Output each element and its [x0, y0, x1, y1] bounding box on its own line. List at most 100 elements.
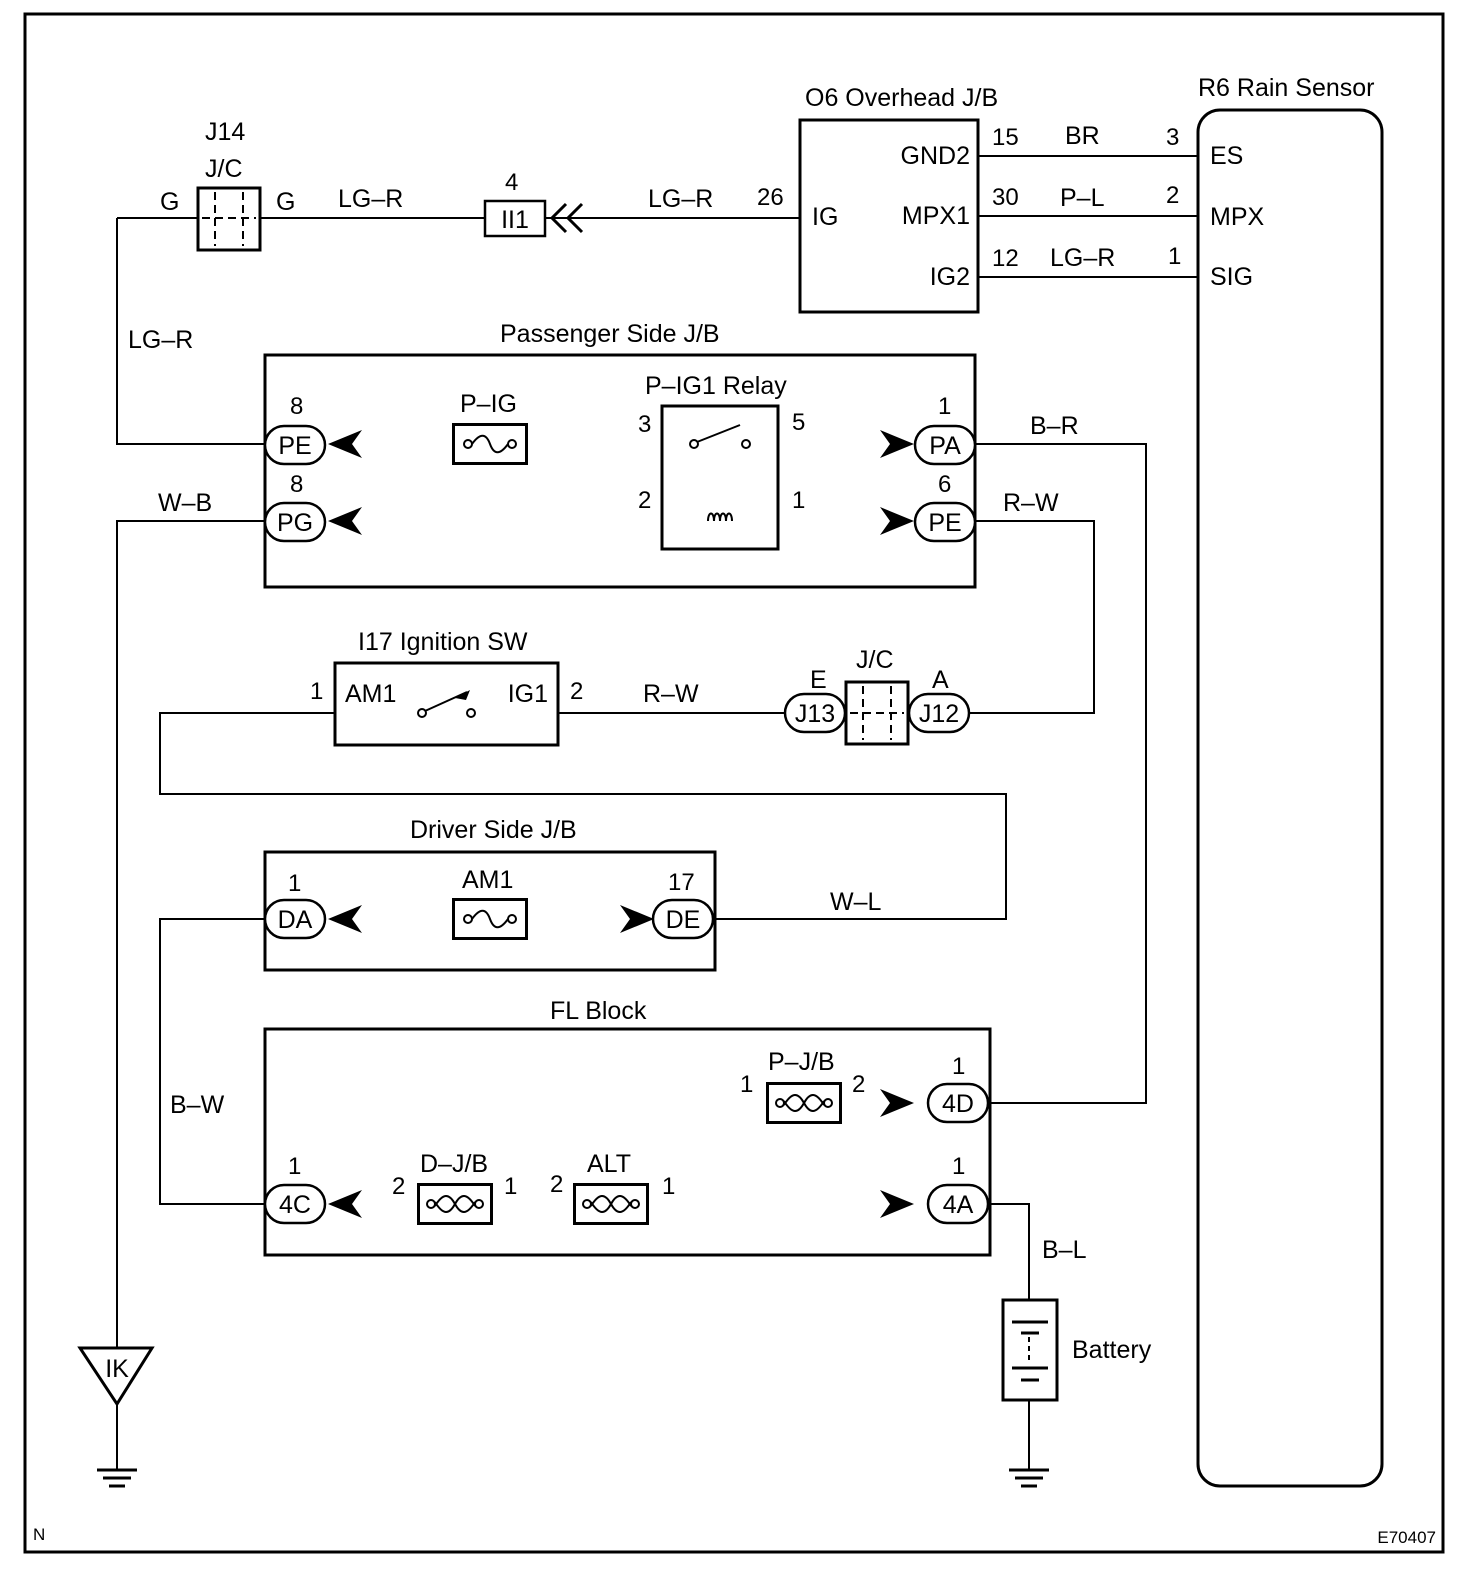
relay-pin-5: 5: [792, 409, 805, 436]
ignition-sw-title: I17 Ignition SW: [358, 628, 528, 656]
jc-a: A: [932, 666, 949, 694]
rain-sensor-sig: SIG: [1210, 263, 1253, 291]
pin-15: 15: [992, 124, 1019, 151]
rain-sensor-box: [1196, 108, 1384, 1488]
wire-label-lgr: LG–R: [338, 185, 403, 213]
fuse-p-ig: [452, 423, 528, 465]
connector-pe-right-label: PE: [928, 509, 961, 537]
jc-e: E: [810, 666, 827, 694]
ii1-pin: 4: [505, 169, 518, 196]
wire-label-r-w: R–W: [1003, 489, 1059, 517]
outer-frame: [23, 12, 1445, 1554]
ii1-label: II1: [501, 206, 529, 234]
connector-j12: [907, 692, 971, 734]
connector-4a-label: 4A: [943, 1191, 974, 1219]
ground-icon: [1009, 1468, 1049, 1488]
ignition-switch: I17 Ignition SW AM1 IG1 1 2: [310, 628, 583, 747]
connector-pe: [263, 424, 327, 466]
jc-title: J/C: [856, 646, 894, 674]
fuse-am1-label: AM1: [462, 866, 513, 894]
rain-sensor-title: R6 Rain Sensor: [1198, 74, 1374, 102]
wire-label-lgr: LG–R: [128, 326, 193, 354]
fuse-p-ig-label: P–IG: [460, 390, 517, 418]
wire-label-lgr: LG–R: [1050, 244, 1115, 272]
connector-pe-right: [913, 501, 977, 543]
j14-junction-connector: J14 J/C G G: [160, 118, 295, 252]
overhead-jb-box: [798, 118, 980, 314]
pin-8: 8: [290, 393, 303, 420]
connector-4d-label: 4D: [942, 1090, 974, 1118]
ignition-sw-box: [333, 661, 560, 747]
fusible-link-p-jb: [766, 1082, 842, 1124]
rain-sensor: R6 Rain Sensor ES MPX SIG 3 2 1: [1166, 74, 1384, 1488]
fuse-p-jb-label: P–J/B: [768, 1048, 835, 1076]
pin-1: 1: [952, 1053, 965, 1080]
ignition-sw-ig1: IG1: [508, 680, 548, 708]
battery: Battery: [1001, 1298, 1152, 1402]
footer-left: N: [33, 1525, 45, 1544]
pin-30: 30: [992, 184, 1019, 211]
connector-j12-label: J12: [919, 700, 959, 728]
alt-pin-1: 1: [662, 1173, 675, 1200]
wire-label-lgr: LG–R: [648, 185, 713, 213]
battery-label: Battery: [1072, 1336, 1152, 1364]
connector-da: [263, 898, 327, 940]
overhead-jb-ig2: IG2: [930, 263, 970, 291]
djb-pin-1: 1: [504, 1173, 517, 1200]
pin-6: 6: [938, 471, 951, 498]
pin-1: 1: [1168, 243, 1181, 270]
ignition-sw-am1: AM1: [345, 680, 396, 708]
passenger-jb-title: Passenger Side J/B: [500, 320, 720, 348]
pin-8: 8: [290, 471, 303, 498]
passenger-jb-box: [263, 353, 977, 589]
connector-pa: [913, 424, 977, 466]
pin-12: 12: [992, 245, 1019, 272]
connector-pe-label: PE: [278, 432, 311, 460]
pin-1: 1: [952, 1153, 965, 1180]
wire-label-b-l: B–L: [1042, 1236, 1087, 1264]
rain-sensor-mpx: MPX: [1210, 203, 1265, 231]
connector-de-label: DE: [666, 906, 701, 934]
wire-label-w-b: W–B: [158, 489, 212, 517]
relay-pin-2: 2: [638, 487, 651, 514]
fl-block: FL Block P–J/B 1 2 4D 1 4C 1 D–J/B 2 1 A…: [263, 997, 992, 1257]
wire-label-pl: P–L: [1060, 184, 1105, 212]
ground-icon: [97, 1468, 137, 1488]
pin-1: 1: [288, 1153, 301, 1180]
connector-pg: [263, 501, 327, 543]
relay-box: [660, 404, 780, 551]
fusible-link-alt: [573, 1183, 649, 1225]
connector-4a: [926, 1183, 990, 1225]
connector-pa-label: PA: [929, 432, 961, 460]
fuse-d-jb-label: D–J/B: [420, 1150, 488, 1178]
wire-label-br: BR: [1065, 122, 1100, 150]
ground-ik: IK: [77, 1346, 155, 1407]
wire-label-w-l: W–L: [830, 888, 882, 916]
driver-jb-title: Driver Side J/B: [410, 816, 577, 844]
passenger-side-jb: Passenger Side J/B PE 8 PG 8 P–IG P–IG1 …: [263, 320, 977, 589]
j14-left-g: G: [160, 188, 179, 216]
relay-title: P–IG1 Relay: [645, 372, 787, 400]
pin-17: 17: [668, 869, 695, 896]
pjb-pin-1: 1: [740, 1071, 753, 1098]
wire-label-b-r: B–R: [1030, 412, 1079, 440]
fuse-am1: [452, 898, 528, 940]
fusible-link-d-jb: [417, 1183, 493, 1225]
pjb-pin-2: 2: [852, 1071, 865, 1098]
fl-block-title: FL Block: [550, 997, 647, 1025]
overhead-jb-gnd2: GND2: [901, 142, 970, 170]
ground-ik-label: IK: [105, 1355, 129, 1383]
connector-de: [651, 898, 715, 940]
overhead-jb-ig: IG: [812, 203, 838, 231]
j14-right-g: G: [276, 188, 295, 216]
connector-4c-label: 4C: [279, 1191, 311, 1219]
relay-pin-3: 3: [638, 411, 651, 438]
pin-26: 26: [757, 184, 784, 211]
connector-4c: [263, 1183, 327, 1225]
pin-1: 1: [288, 870, 301, 897]
pin-1: 1: [938, 393, 951, 420]
alt-pin-2: 2: [550, 1171, 563, 1198]
rain-sensor-es: ES: [1210, 142, 1243, 170]
wires: [116, 155, 1198, 1470]
connector-j13-label: J13: [795, 700, 835, 728]
